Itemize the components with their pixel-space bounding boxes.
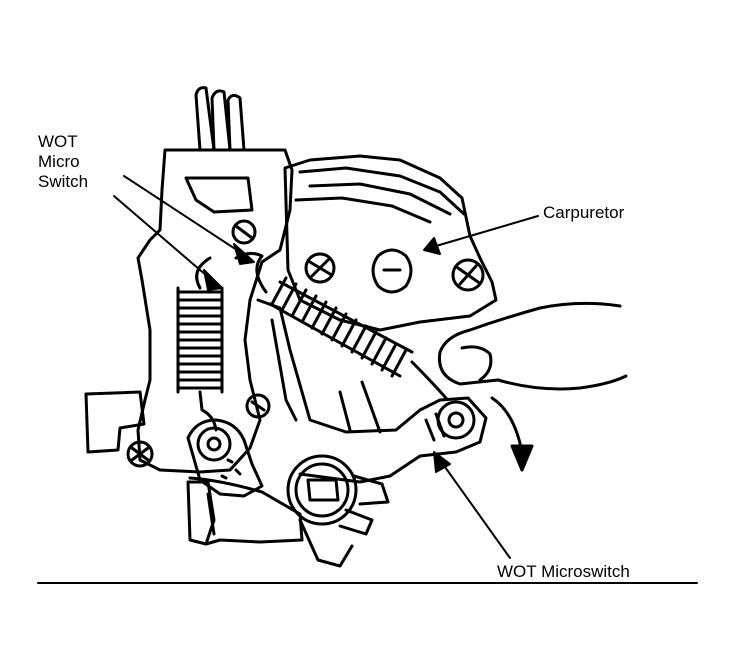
finger [437,301,628,391]
throttle-lever [256,298,488,484]
diagonal-spring [234,251,448,400]
label-wot-micro-switch: WOT Micro Switch [38,132,88,192]
wire-harness [194,86,246,152]
label-line-3: Switch [38,172,89,191]
lower-bracket [186,476,304,546]
label-line-1: WOT [38,132,78,151]
label-wot-microswitch: WOT Microswitch [497,562,630,581]
leader-carburetor [435,215,539,247]
rotation-arrow [490,396,534,472]
throttle-cam [286,454,390,568]
label-carburetor: Carpuretor [543,203,625,222]
microswitch-body [186,393,271,498]
leader-wot-micro-switch-2 [123,175,247,257]
leader-lines [113,175,539,559]
carburetor-body [283,154,498,332]
leader-wot-micro-switch-1 [113,195,215,283]
leader-wot-microswitch [439,459,511,559]
mounting-bracket [84,148,294,474]
label-line-2: Micro [38,152,80,171]
